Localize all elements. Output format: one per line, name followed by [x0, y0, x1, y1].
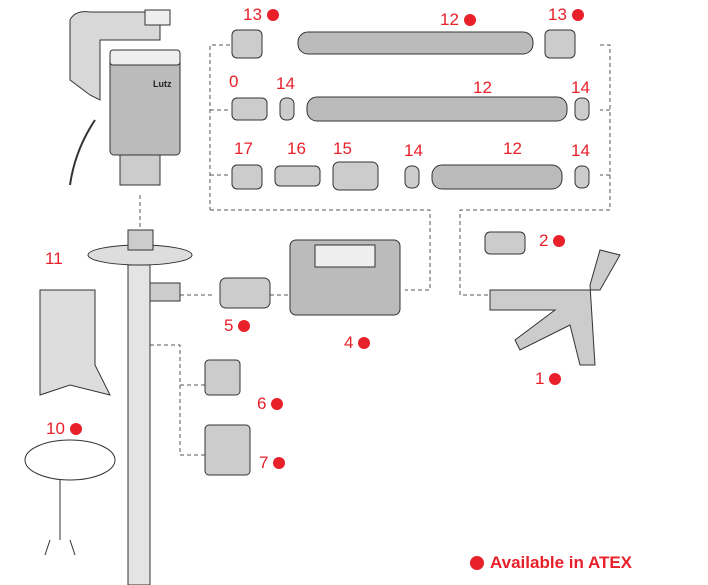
part-number: 10 [46, 419, 65, 438]
part-label-14: 14 [276, 74, 295, 94]
motor [69, 9, 181, 186]
part-label-13: 13 [548, 5, 584, 25]
part-label-14: 14 [404, 141, 423, 161]
hose-connectors [204, 29, 621, 476]
part-number: 4 [344, 333, 354, 352]
part-number: 6 [257, 394, 267, 413]
part-number: 13 [243, 5, 262, 24]
part-label-1: 1 [535, 369, 562, 389]
part-label-15: 15 [333, 139, 352, 159]
atex-dot-icon [273, 457, 286, 469]
part-number: 14 [276, 74, 295, 93]
part-number: 2 [539, 231, 549, 250]
part-label-12: 12 [440, 10, 476, 30]
part-label-0: 0 [229, 72, 238, 92]
atex-dot-icon [549, 373, 562, 385]
atex-dot-icon [553, 235, 566, 247]
atex-dot-icon [69, 423, 82, 435]
part-label-2: 2 [539, 231, 566, 251]
part-label-14: 14 [571, 78, 590, 98]
atex-dot-icon [266, 9, 279, 21]
part-number: 14 [571, 141, 590, 160]
legend-text: Available in ATEX [490, 553, 633, 572]
part-number: 7 [259, 453, 269, 472]
part-label-12: 12 [503, 139, 522, 159]
part-label-13: 13 [243, 5, 279, 25]
part-number: 16 [287, 139, 306, 158]
part-number: 12 [503, 139, 522, 158]
part-number: 0 [229, 72, 239, 91]
part-label-4: 4 [344, 333, 371, 353]
atex-dot-icon [470, 556, 484, 570]
part-number: 13 [548, 5, 567, 24]
earthing-cable [24, 439, 116, 556]
part-number: 15 [333, 139, 352, 158]
part-number: 14 [404, 141, 423, 160]
atex-dot-icon [358, 337, 371, 349]
motor-brand: Lutz [153, 79, 172, 89]
atex-dot-icon [463, 14, 476, 26]
part-number: 5 [224, 316, 234, 335]
part-number: 12 [440, 10, 459, 29]
part-label-12: 12 [473, 78, 492, 98]
part-number: 14 [571, 78, 590, 97]
part-number: 1 [535, 369, 545, 388]
atex-dot-icon [571, 9, 584, 21]
atex-legend: Available in ATEX [470, 553, 632, 573]
part-label-14: 14 [571, 141, 590, 161]
atex-dot-icon [271, 398, 284, 410]
part-number: 12 [473, 78, 492, 97]
part-label-7: 7 [259, 453, 286, 473]
part-label-5: 5 [224, 316, 251, 336]
part-label-10: 10 [46, 419, 82, 439]
part-label-16: 16 [287, 139, 306, 159]
part-label-17: 17 [234, 139, 253, 159]
part-label-11: 11 [45, 249, 63, 269]
part-number: 11 [45, 249, 63, 268]
atex-dot-icon [238, 320, 251, 332]
pump-tube [87, 229, 193, 585]
part-label-6: 6 [257, 394, 284, 414]
connection-lines [139, 44, 611, 456]
part-number: 17 [234, 139, 253, 158]
wall-bracket [39, 289, 111, 396]
